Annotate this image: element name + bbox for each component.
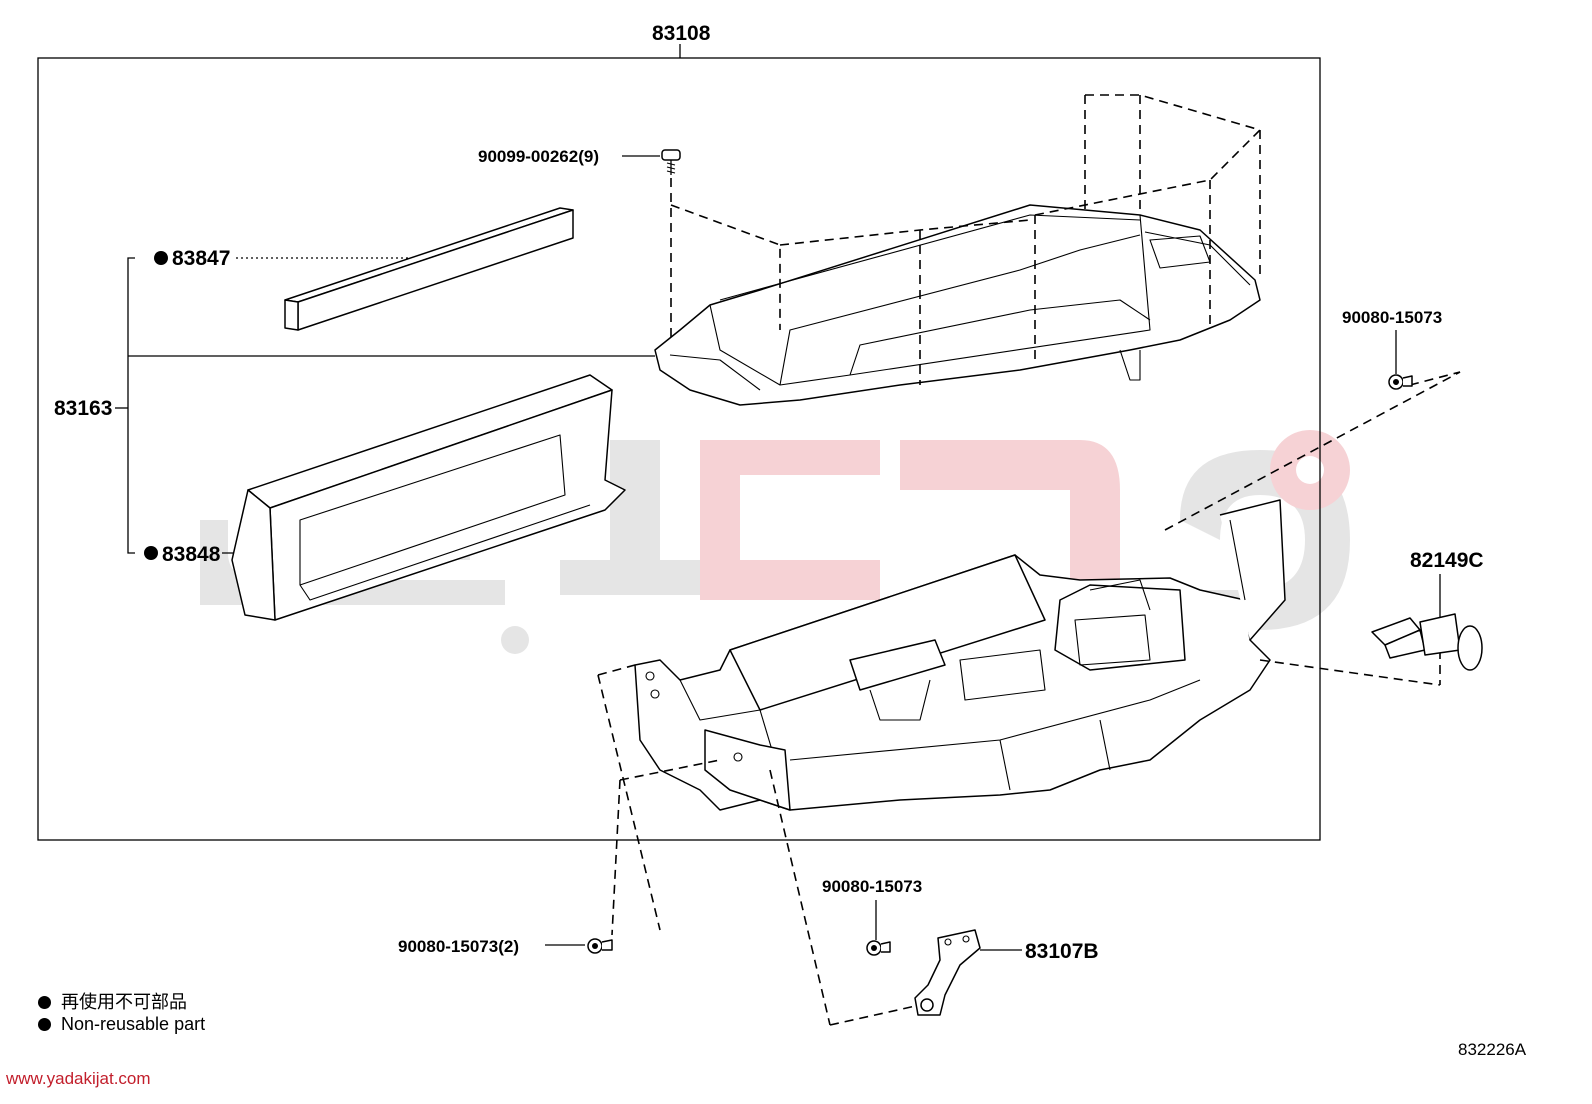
projection-lines-lower xyxy=(597,371,1461,1026)
assembly-frame xyxy=(37,57,1321,841)
label-bar-upper: 83847 xyxy=(172,247,230,270)
label-nut-bottom-mid: 90080-15073 xyxy=(822,877,922,896)
bullet-icon xyxy=(38,1018,51,1031)
upper-cover-part xyxy=(654,204,1261,406)
legend-english-text: Non-reusable part xyxy=(61,1014,206,1034)
label-screw: 90099-00262(9) xyxy=(478,147,599,166)
projection-lines-upper xyxy=(670,94,1261,385)
watermark-url[interactable]: www.yadakijat.com xyxy=(6,1069,151,1088)
bullet-icon xyxy=(154,251,168,265)
group-bracket xyxy=(127,257,135,554)
label-group: 83163 xyxy=(54,397,112,420)
label-nut-right: 90080-15073 xyxy=(1342,308,1442,327)
diagram-code: 832226A xyxy=(1458,1040,1527,1059)
screw-icon xyxy=(661,149,681,175)
legend-japanese: 再使用不可部品 xyxy=(38,988,187,1014)
bullet-icon xyxy=(38,996,51,1009)
label-bracket: 83107B xyxy=(1025,940,1099,963)
clip-icon xyxy=(1371,613,1483,671)
bar-upper-part xyxy=(284,207,574,331)
legend-japanese-text: 再使用不可部品 xyxy=(61,992,187,1012)
nut-icon xyxy=(866,940,891,956)
label-clip: 82149C xyxy=(1410,549,1484,572)
watermark-logo xyxy=(200,430,1350,654)
bullet-icon xyxy=(144,546,158,560)
bar-lower-part xyxy=(231,374,626,621)
label-bar-lower: 83848 xyxy=(162,543,221,566)
label-nut-bottom-left: 90080-15073(2) xyxy=(398,937,519,956)
legend-english: Non-reusable part xyxy=(38,1014,205,1035)
nut-icon xyxy=(1388,374,1413,390)
bracket-part xyxy=(914,929,981,1016)
label-assembly: 83108 xyxy=(652,22,711,45)
nut-icon xyxy=(587,938,613,954)
lower-tray-part xyxy=(634,499,1286,811)
